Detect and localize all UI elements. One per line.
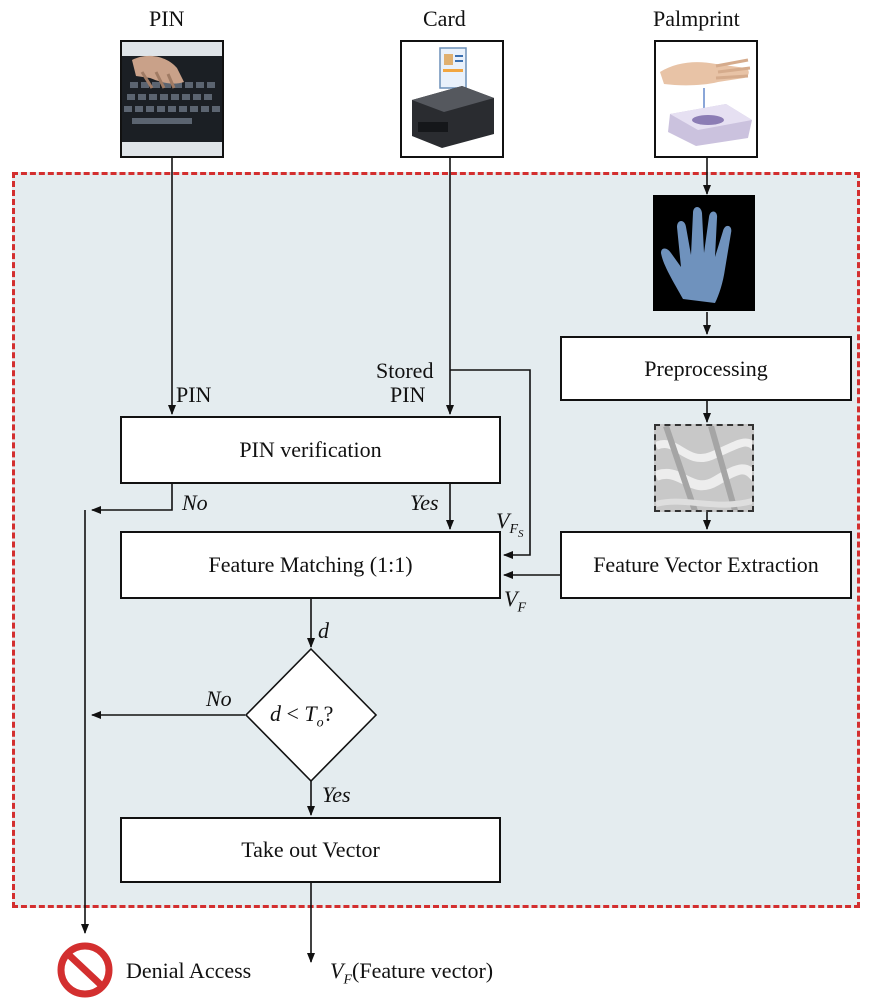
feature-extraction-box: Feature Vector Extraction — [560, 531, 852, 599]
card-reader-image — [400, 40, 504, 158]
denial-access-label: Denial Access — [126, 958, 252, 983]
palmprint-input-title: Palmprint — [653, 6, 740, 31]
pin-verification-label: PIN verification — [239, 437, 382, 462]
verification-yes-label: Yes — [410, 490, 439, 515]
palm-texture-image — [654, 424, 754, 512]
pin-verification-box: PIN verification — [120, 416, 501, 484]
decision-diamond — [244, 647, 378, 783]
denial-icon — [52, 942, 118, 998]
keyboard-image — [120, 40, 224, 158]
pin-input-title: PIN — [149, 6, 185, 31]
verification-no-label: No — [182, 490, 208, 515]
take-out-vector-label: Take out Vector — [241, 837, 380, 862]
d-label: d — [318, 618, 329, 643]
feature-extraction-label: Feature Vector Extraction — [593, 552, 819, 577]
palm-scanner-image — [654, 40, 758, 158]
decision-no-label: No — [206, 686, 232, 711]
preprocessing-box: Preprocessing — [560, 336, 852, 401]
decision-yes-label: Yes — [322, 782, 351, 807]
feature-matching-box: Feature Matching (1:1) — [120, 531, 501, 599]
stored-to-matching-arrow — [450, 369, 531, 559]
card-input-title: Card — [423, 6, 466, 31]
stored-pin-label-line2: PIN — [390, 382, 426, 407]
preprocessing-label: Preprocessing — [644, 355, 768, 381]
output-feature-vector-label: VF(Feature vector) — [330, 958, 494, 988]
vf-label: VF — [504, 586, 527, 616]
decision-text: d < To? — [270, 701, 334, 731]
vfs-label: VFS — [496, 508, 524, 541]
stored-pin-label-line1: Stored — [376, 358, 434, 383]
hand-image — [653, 195, 755, 311]
verification-no-arrow — [91, 484, 173, 514]
pin-arrow-label: PIN — [176, 382, 212, 407]
take-out-vector-box: Take out Vector — [120, 817, 501, 883]
feature-matching-label: Feature Matching (1:1) — [208, 552, 413, 577]
